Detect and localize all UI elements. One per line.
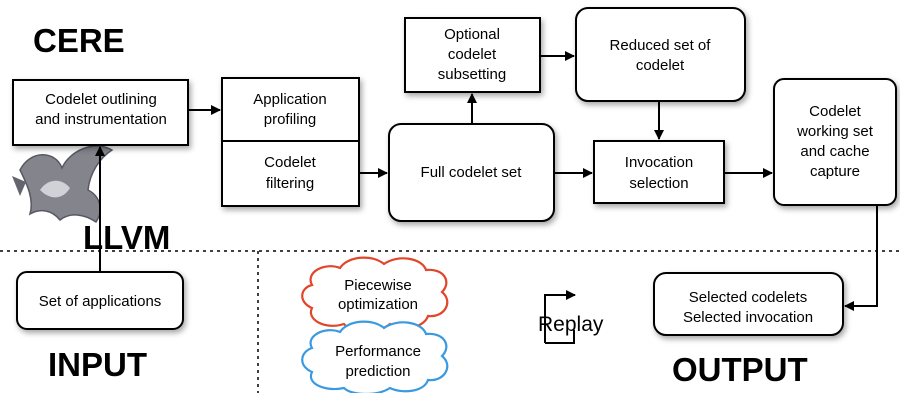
svg-text:Set of applications: Set of applications <box>39 293 162 310</box>
svg-text:and cache: and cache <box>800 143 869 160</box>
svg-text:optimization: optimization <box>338 296 418 313</box>
output-title: OUTPUT <box>672 351 808 388</box>
cere-title: CERE <box>33 22 125 59</box>
svg-text:Invocation: Invocation <box>625 154 693 171</box>
svg-text:working set: working set <box>796 123 874 140</box>
svg-text:capture: capture <box>810 163 860 180</box>
codelet-outlining-box: Codelet outlining and instrumentation <box>12 79 189 146</box>
profiling-filtering-box: Application profiling Codelet filtering <box>221 77 360 207</box>
svg-text:codelet: codelet <box>636 57 685 74</box>
invocation-selection-box: Invocation selection <box>593 140 725 204</box>
svg-text:Piecewise: Piecewise <box>344 277 412 294</box>
svg-text:selection: selection <box>629 175 688 192</box>
svg-text:filtering: filtering <box>266 175 314 192</box>
llvm-dragon-logo <box>12 145 114 224</box>
svg-text:Selected invocation: Selected invocation <box>683 309 813 326</box>
svg-text:Application: Application <box>253 91 326 108</box>
svg-text:Reduced set of: Reduced set of <box>610 37 712 54</box>
svg-text:Codelet: Codelet <box>809 103 862 120</box>
input-title: INPUT <box>48 346 147 383</box>
optional-subsetting-box: Optional codelet subsetting <box>404 17 541 93</box>
piecewise-optimization-cloud: Piecewise optimization <box>301 256 449 333</box>
replay-label: Replay <box>538 290 604 344</box>
svg-text:Codelet: Codelet <box>264 154 317 171</box>
svg-text:Codelet outlining: Codelet outlining <box>45 91 157 108</box>
full-codelet-set-box: Full codelet set <box>388 123 555 222</box>
svg-text:Full codelet set: Full codelet set <box>421 164 523 181</box>
svg-text:Optional: Optional <box>444 26 500 43</box>
svg-text:subsetting: subsetting <box>438 66 506 83</box>
svg-text:prediction: prediction <box>345 363 410 380</box>
performance-prediction-cloud: Performance prediction <box>301 320 449 393</box>
svg-text:Selected codelets: Selected codelets <box>689 289 807 306</box>
svg-text:and instrumentation: and instrumentation <box>35 111 167 128</box>
svg-text:profiling: profiling <box>264 111 317 128</box>
svg-text:Performance: Performance <box>335 343 421 360</box>
cache-capture-box: Codelet working set and cache capture <box>773 78 897 206</box>
selected-output-box: Selected codelets Selected invocation <box>653 272 844 336</box>
arrow-capture-to-selected <box>844 205 878 311</box>
svg-text:codelet: codelet <box>448 46 497 63</box>
llvm-title: LLVM <box>83 219 170 256</box>
reduced-set-box: Reduced set of codelet <box>575 7 746 102</box>
svg-text:Replay: Replay <box>538 313 604 336</box>
set-of-applications-box: Set of applications <box>16 271 184 330</box>
